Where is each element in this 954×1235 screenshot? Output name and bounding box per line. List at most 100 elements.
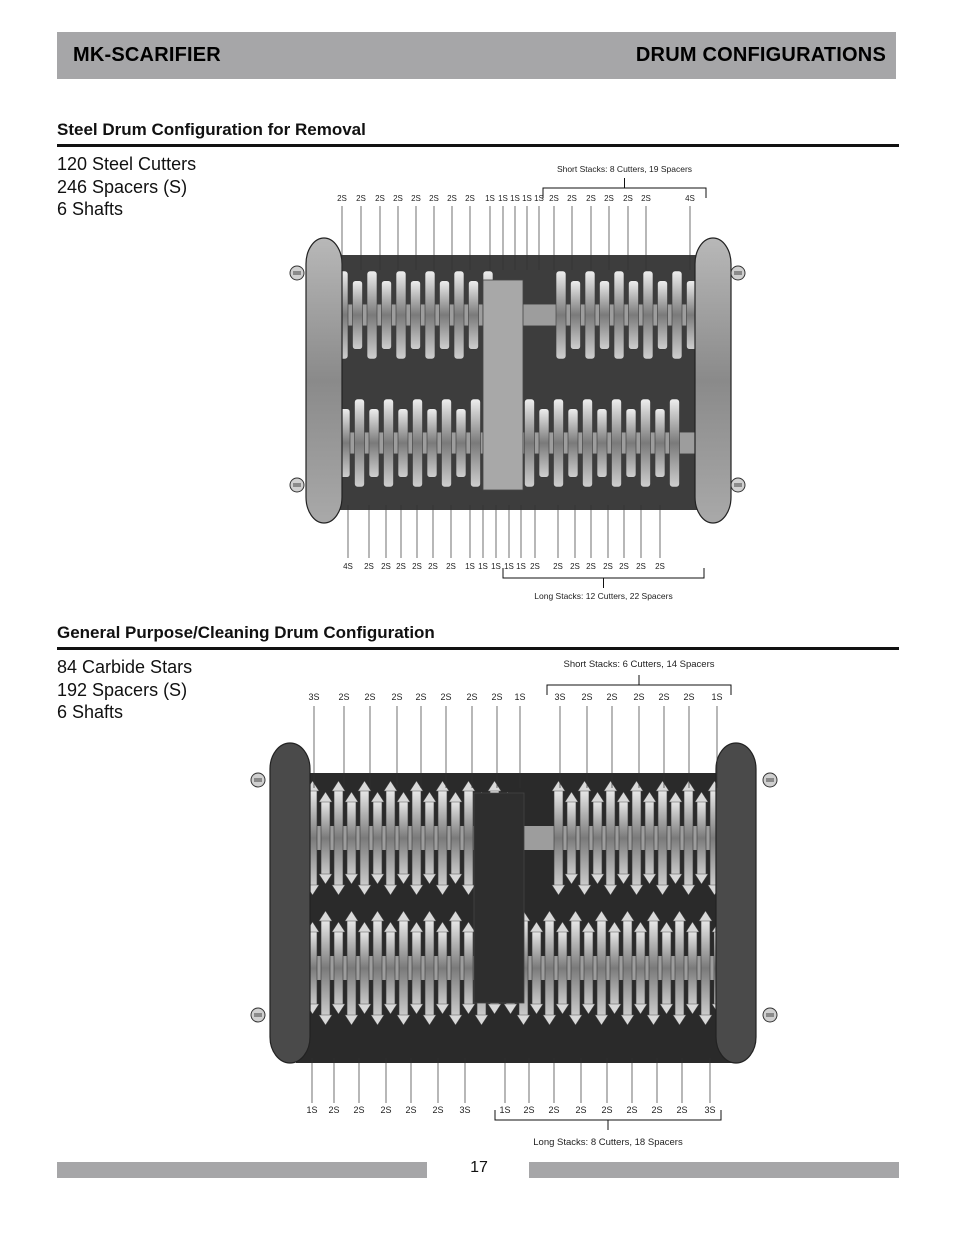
stack-caption: Short Stacks: 8 Cutters, 19 Spacers	[557, 164, 692, 174]
carbide-tip	[435, 884, 450, 896]
steel-drum-spec-list: 120 Steel Cutters 246 Spacers (S) 6 Shaf…	[57, 153, 196, 221]
carbide-tip	[564, 873, 579, 885]
spec-item: 246 Spacers (S)	[57, 176, 188, 197]
carbide-tip	[331, 921, 346, 933]
cutter-disc	[424, 917, 435, 1019]
spacer-label: 1S	[534, 194, 544, 203]
cutter-disc	[397, 408, 409, 478]
carbide-tip	[577, 884, 592, 896]
end-flange	[715, 742, 757, 1064]
carbide-tip	[344, 791, 359, 803]
spacer-label: 3S	[459, 1105, 470, 1115]
carbide-tip	[655, 780, 670, 792]
spacer-label: 2S	[432, 1105, 443, 1115]
spec-item: 120 Steel Cutters	[57, 154, 197, 174]
spec-item: 84 Carbide Stars	[57, 657, 193, 677]
spacer-label: 1S	[498, 194, 508, 203]
cutter-disc	[555, 270, 567, 360]
stack-caption: Long Stacks: 12 Cutters, 22 Spacers	[534, 591, 672, 601]
carbide-tip	[551, 780, 566, 792]
cutter-disc	[450, 798, 461, 878]
carbide-tip	[357, 884, 372, 896]
cutter-disc	[426, 408, 438, 478]
cutter-disc	[412, 398, 423, 488]
spacer-label: 1S	[485, 194, 495, 203]
carbide-tip	[503, 1003, 518, 1015]
cleaning-drum-section-title: General Purpose/Cleaning Drum Configurat…	[57, 623, 899, 650]
cutter-disc	[372, 798, 383, 878]
cutter-disc	[333, 787, 344, 889]
cutter-disc	[385, 787, 396, 889]
carbide-tip	[646, 910, 661, 922]
carbide-tip	[633, 921, 648, 933]
carbide-tip	[344, 1014, 359, 1026]
spacer-label: 2S	[466, 692, 477, 702]
spacer-label: 2S	[604, 194, 614, 203]
cutter-disc	[683, 787, 694, 889]
carbide-tip	[370, 791, 385, 803]
cutter-disc	[670, 798, 681, 878]
spacer-label: 1S	[522, 194, 532, 203]
bolt-head	[293, 271, 301, 275]
end-flange	[694, 237, 732, 524]
carbide-tip	[642, 791, 657, 803]
carbide-tip	[672, 910, 687, 922]
cutter-disc	[411, 928, 422, 1008]
spacer-label: 2S	[603, 562, 613, 571]
cutter-disc	[671, 270, 683, 360]
cutter-disc	[366, 270, 378, 360]
spacer-label: 2S	[391, 692, 402, 702]
cutter-disc	[441, 398, 452, 488]
spacer-label: 2S	[447, 194, 457, 203]
carbide-tip	[668, 791, 683, 803]
carbide-tip	[685, 1003, 700, 1015]
cutter-disc	[450, 917, 461, 1019]
spacer-label: 1S	[514, 692, 525, 702]
cutter-disc	[372, 917, 383, 1019]
carbide-tip	[461, 1003, 476, 1015]
cutter-disc	[669, 398, 680, 488]
spacer-label: 1S	[491, 562, 501, 571]
cutter-disc	[346, 798, 357, 878]
carbide-tip	[659, 1003, 674, 1015]
carbide-tip	[516, 1014, 531, 1026]
cutter-disc	[470, 398, 481, 488]
spacer-label: 1S	[504, 562, 514, 571]
carbide-tip	[698, 910, 713, 922]
carbide-tip	[607, 921, 622, 933]
carbide-tip	[542, 910, 557, 922]
carbide-tip	[383, 1003, 398, 1015]
cutter-disc	[644, 798, 655, 878]
spacer-label: 2S	[553, 562, 563, 571]
spacer-label: 2S	[523, 1105, 534, 1115]
spacer-label: 2S	[626, 1105, 637, 1115]
carbide-tip	[357, 1003, 372, 1015]
spacer-label: 2S	[658, 692, 669, 702]
cutter-disc	[648, 917, 659, 1019]
carbide-tip	[529, 921, 544, 933]
cutter-disc	[557, 928, 568, 1008]
carbide-tip	[568, 1014, 583, 1026]
spacer-label: 2S	[676, 1105, 687, 1115]
cutter-disc	[642, 270, 654, 360]
cutter-disc	[524, 398, 535, 488]
carbide-tip	[331, 1003, 346, 1015]
spacer-label: 2S	[623, 194, 633, 203]
footer-bar-left	[57, 1162, 427, 1178]
bolt-head	[734, 271, 742, 275]
carbide-tip	[474, 1014, 489, 1026]
spacer-label: 2S	[364, 692, 375, 702]
cutter-disc	[320, 798, 331, 878]
spacer-label: 2S	[375, 194, 385, 203]
spacer-label: 2S	[491, 692, 502, 702]
cutter-disc	[696, 798, 707, 878]
footer-bar-right	[529, 1162, 899, 1178]
carbide-tip	[331, 780, 346, 792]
carbide-tip	[694, 873, 709, 885]
bolt-head	[766, 1013, 774, 1017]
carbide-tip	[487, 780, 502, 792]
carbide-tip	[616, 873, 631, 885]
cutter-disc	[544, 917, 555, 1019]
cutter-disc	[654, 408, 666, 478]
